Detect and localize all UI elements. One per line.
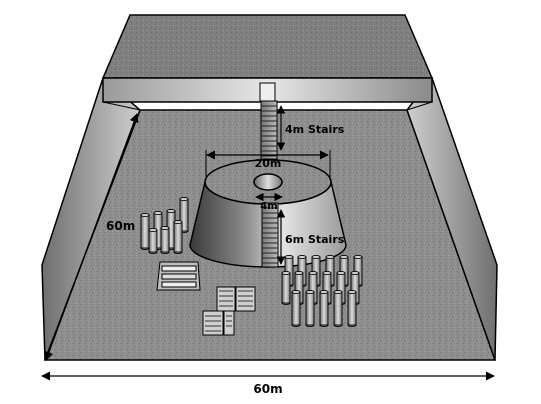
dim-depth-left [44, 113, 139, 361]
lower-stairs [261, 202, 279, 268]
pillar [160, 225, 170, 255]
pillar [173, 219, 183, 255]
upper-stairs [259, 82, 278, 160]
back-floor [101, 14, 434, 79]
pillar [281, 270, 291, 306]
pillar [291, 289, 301, 328]
dim-top-diameter [205, 150, 331, 180]
hole-diameter-label: 4m [260, 201, 277, 212]
block-stack-a [156, 261, 201, 291]
pillar [347, 289, 357, 328]
top-diameter-label: 20m [255, 157, 282, 170]
pillar-group-left [140, 196, 189, 255]
block-stack-b [202, 286, 256, 336]
width-bottom-label: 60m [253, 382, 282, 396]
pillar [140, 212, 150, 251]
pillar-group-right [281, 254, 363, 328]
depth-left-label: 60m [106, 219, 135, 233]
back-wall-inner-edge-r [406, 101, 433, 111]
pillar [148, 227, 158, 255]
back-wall-inner-edge [102, 101, 141, 111]
lower-stairs-label: 6m Stairs [285, 233, 345, 246]
mound-hole [253, 173, 283, 191]
pillar [319, 289, 329, 328]
pillar [333, 289, 343, 328]
pillar [305, 289, 315, 328]
upper-stairs-label: 4m Stairs [285, 123, 345, 136]
